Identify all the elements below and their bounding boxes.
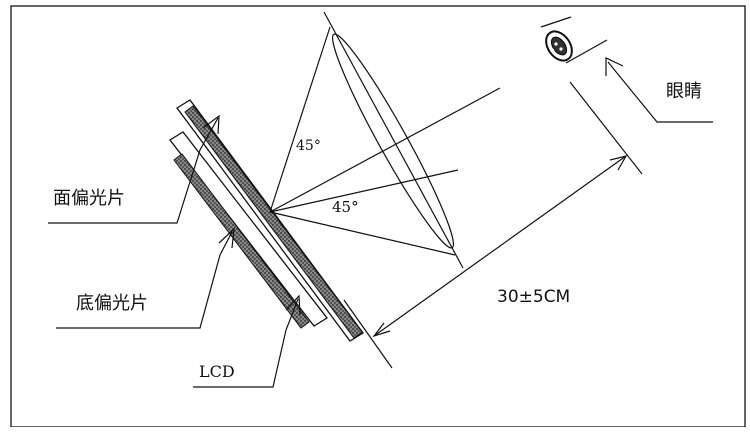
eye-leader-line bbox=[607, 61, 713, 123]
distance-label: 30±5CM bbox=[497, 287, 570, 307]
eye-label: 眼睛 bbox=[666, 81, 702, 102]
lcd-arrowhead bbox=[285, 294, 301, 316]
cone-upper-edge bbox=[269, 26, 331, 213]
dimension-arrow-right bbox=[609, 155, 628, 171]
eye-icon bbox=[540, 16, 608, 64]
dimension-tick-left bbox=[343, 299, 393, 369]
lcd-leader bbox=[193, 294, 301, 388]
lcd-leader-line bbox=[193, 298, 299, 388]
top-polarizer-hatched-layer bbox=[184, 105, 363, 339]
lcd-glass-plate bbox=[169, 131, 328, 327]
eye-arrowhead bbox=[605, 57, 624, 76]
bottom-polarizer-arrowhead bbox=[218, 227, 235, 249]
diagram-border bbox=[10, 5, 746, 428]
cone-base-ellipse bbox=[331, 33, 455, 249]
lcd-polarizer-stack bbox=[169, 99, 364, 342]
angle-label-lower: 45° bbox=[332, 198, 359, 216]
lcd-label: LCD bbox=[199, 362, 235, 381]
dimension-line bbox=[373, 155, 627, 337]
bottom-polarizer-label: 底偏光片 bbox=[76, 293, 148, 314]
cone-lower-edge bbox=[269, 211, 456, 256]
viewing-cone bbox=[269, 11, 501, 269]
eye-pointer bbox=[605, 57, 713, 123]
bottom-polarizer-leader-line bbox=[56, 231, 233, 329]
cone-center-line bbox=[269, 169, 459, 213]
top-polarizer-label: 面偏光片 bbox=[53, 188, 125, 209]
distance-dimension bbox=[343, 81, 643, 369]
top-polarizer-arrowhead bbox=[202, 114, 220, 135]
cone-axis bbox=[269, 87, 501, 213]
dimension-arrow-left bbox=[372, 322, 391, 338]
dimension-tick-right bbox=[569, 81, 643, 175]
angle-label-upper: 45° bbox=[296, 138, 321, 154]
bottom-polarizer-leader bbox=[56, 227, 235, 329]
top-polarizer-leader-line bbox=[48, 117, 219, 224]
top-polarizer-leader bbox=[48, 114, 220, 224]
bottom-polarizer-plate bbox=[173, 153, 310, 329]
cone-base-diameter bbox=[323, 11, 464, 269]
